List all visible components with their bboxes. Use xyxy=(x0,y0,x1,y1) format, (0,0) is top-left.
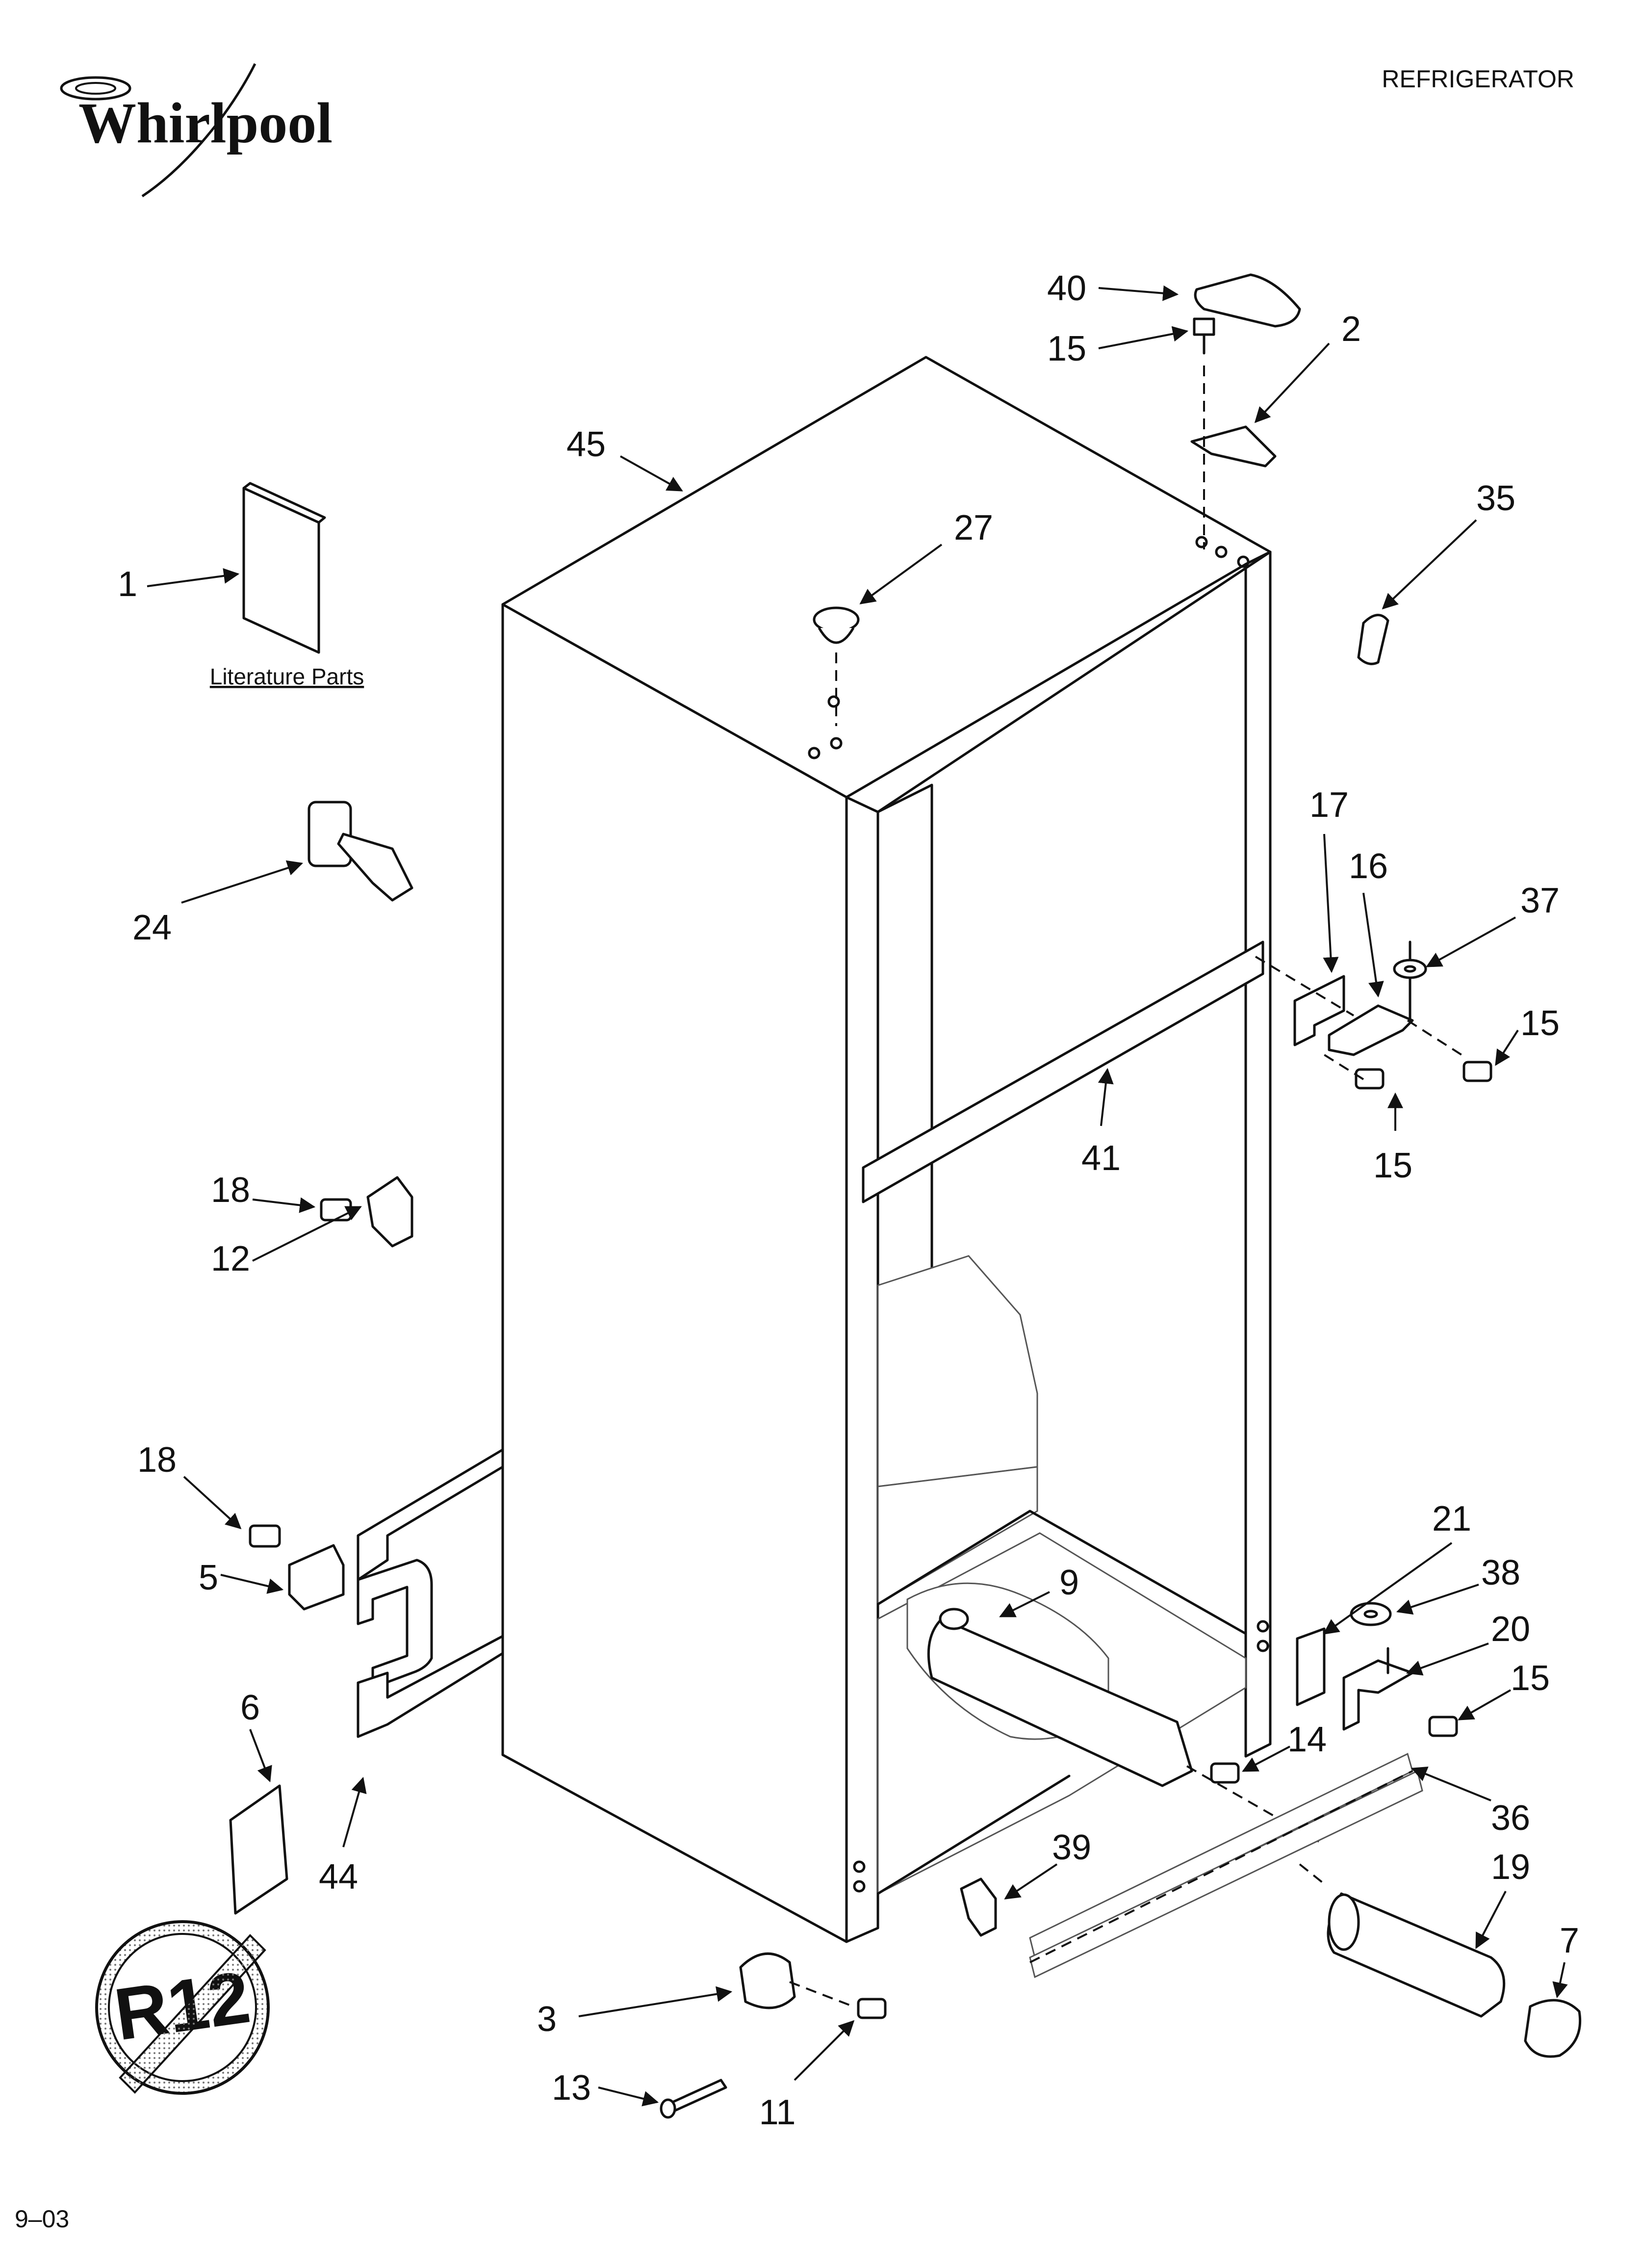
callout-16: 16 xyxy=(1349,847,1388,886)
callout-3: 3 xyxy=(537,2000,557,2039)
trim-part-35 xyxy=(1357,614,1389,665)
callout-1: 1 xyxy=(118,565,137,604)
mounting-plate-44 xyxy=(357,1448,504,1738)
bracket-3 xyxy=(739,1952,854,2009)
screw-15-bottom xyxy=(1428,1716,1458,1737)
category-label: REFRIGERATOR xyxy=(1382,65,1574,93)
callout-18-top: 18 xyxy=(211,1171,250,1210)
pin-13 xyxy=(660,2079,727,2119)
plunger-part-24 xyxy=(308,801,413,902)
filter-cartridge-19 xyxy=(1299,1863,1506,2018)
callout-labels: 40 15 2 45 35 27 1 17 16 37 24 15 15 41 … xyxy=(118,269,1579,2132)
callout-37: 37 xyxy=(1520,881,1560,920)
callout-41: 41 xyxy=(1081,1139,1121,1178)
callout-5: 5 xyxy=(199,1558,218,1597)
callout-17: 17 xyxy=(1309,785,1349,825)
cap-7 xyxy=(1524,1999,1582,2058)
bracket-21 xyxy=(1296,1627,1326,1706)
callout-19: 19 xyxy=(1491,1848,1530,1887)
callout-15-top: 15 xyxy=(1047,329,1086,368)
callout-13: 13 xyxy=(552,2068,591,2108)
washer-37 xyxy=(1393,959,1427,979)
cap-part-40 xyxy=(1194,273,1301,328)
hinge-bracket-17 xyxy=(1293,975,1345,1046)
callout-20: 20 xyxy=(1491,1610,1530,1649)
callout-27: 27 xyxy=(954,508,993,547)
callout-11: 11 xyxy=(759,2093,796,2132)
leader-lines xyxy=(147,285,1568,2107)
washer-38 xyxy=(1350,1602,1392,1626)
screw-11 xyxy=(857,1998,887,2019)
hinge-part-2 xyxy=(1190,365,1277,549)
screw-18-top xyxy=(320,1198,352,1222)
callout-35: 35 xyxy=(1476,479,1515,518)
rail-36 xyxy=(1029,1752,1423,1979)
cover-6 xyxy=(229,1784,288,1915)
callout-18-lower: 18 xyxy=(137,1440,177,1480)
filter-housing-9 xyxy=(906,1582,1325,1846)
callout-2: 2 xyxy=(1341,310,1361,349)
callout-15-right: 15 xyxy=(1520,1004,1560,1043)
callout-24: 24 xyxy=(132,908,172,947)
screw-14 xyxy=(1210,1762,1240,1784)
clip-39 xyxy=(960,1877,997,1937)
brand-wordmark: Whirlpool xyxy=(78,91,333,155)
screw-15-lower xyxy=(1323,1054,1385,1090)
callout-39: 39 xyxy=(1052,1828,1091,1867)
callout-9: 9 xyxy=(1059,1563,1079,1602)
date-code: 9–03 xyxy=(15,2205,69,2233)
callout-15-lower: 15 xyxy=(1373,1146,1412,1185)
screw-15-right xyxy=(1462,1061,1492,1082)
whirlpool-logo: Whirlpool xyxy=(60,63,333,198)
hinge-20 xyxy=(1342,1647,1414,1731)
callout-38: 38 xyxy=(1481,1553,1520,1592)
callout-12: 12 xyxy=(211,1239,250,1278)
callout-21: 21 xyxy=(1432,1499,1471,1538)
callout-45: 45 xyxy=(566,425,606,464)
screw-top-15 xyxy=(1193,317,1215,355)
clip-5 xyxy=(288,1544,345,1611)
hinge-16 xyxy=(1255,940,1462,1056)
literature-parts-label: Literature Parts xyxy=(210,664,364,689)
cabinet-shell xyxy=(501,356,1272,1943)
plug-part-27 xyxy=(813,606,860,726)
callout-14: 14 xyxy=(1287,1720,1327,1759)
no-r12-badge: R12 xyxy=(95,1920,270,2095)
literature-packet xyxy=(242,482,326,654)
callout-40: 40 xyxy=(1047,269,1086,308)
callout-36: 36 xyxy=(1491,1799,1530,1838)
screw-18-lower xyxy=(249,1524,281,1548)
callout-15-bottom: 15 xyxy=(1511,1659,1550,1698)
callout-6: 6 xyxy=(240,1688,260,1727)
callout-7: 7 xyxy=(1560,1921,1579,1960)
clip-12 xyxy=(366,1176,413,1248)
callout-44: 44 xyxy=(319,1857,358,1897)
